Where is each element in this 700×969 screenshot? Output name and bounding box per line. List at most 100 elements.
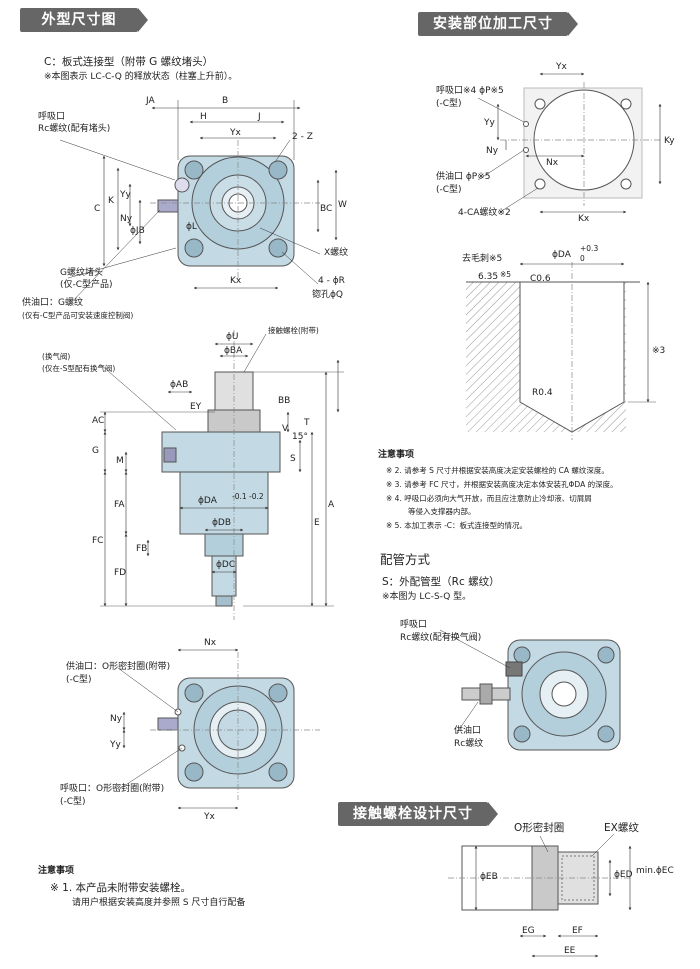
mount-dim-yy: Yy — [484, 118, 495, 128]
contact-dim-ee: EE — [564, 946, 576, 956]
dim-ba: ϕBA — [224, 346, 243, 356]
dim-2z: 2 - Z — [292, 132, 313, 142]
supply-oring-label: 供油口：O形密封圈(附带) — [66, 662, 171, 672]
note-3: ※ 3. 请参考 FC 尺寸，并根据安装高度决定本体安装孔ΦDA 的深度。 — [386, 480, 618, 489]
mount-ca-thread: 4-CA螺纹※2 — [458, 208, 511, 218]
dim-db: ϕDB — [212, 518, 232, 528]
r4-label: 4 - ϕR — [318, 276, 345, 286]
supply-c-type: (-C型) — [66, 675, 92, 685]
contact-bolt-label: 接触螺栓(附带) — [268, 326, 319, 335]
model-title: C：板式连接型（附带 G 螺纹堵头） — [44, 56, 214, 68]
dim-l: ϕL — [186, 222, 197, 232]
note-5: ※ 5. 本加工表示 -C：板式连接型的情况。 — [386, 521, 528, 530]
dim-15deg: 15° — [292, 432, 308, 442]
contact-ex-thread: EX螺纹 — [604, 822, 639, 834]
dim-bc: BC — [320, 204, 333, 214]
dim-kx: Kx — [230, 276, 242, 286]
dim-m: M — [116, 456, 124, 466]
piping-supply-thread: Rc螺纹 — [454, 739, 484, 749]
dim-w: W — [338, 200, 347, 210]
notes-left-title: 注意事项 — [38, 866, 75, 876]
note-4: ※ 4. 呼吸口必须向大气开放，而且应注意防止冷却液、切屑屑 — [386, 494, 592, 503]
mount-c-type-2: (-C型) — [436, 185, 462, 195]
dim-da: ϕDA — [198, 496, 217, 506]
contact-oring: O形密封圈 — [514, 822, 565, 834]
dim-fc: FC — [92, 536, 104, 546]
note-1: ※ 1. 本产品未附带安装螺栓。 — [50, 882, 191, 894]
dim-ac: AC — [92, 416, 105, 426]
mount-dim-yx: Yx — [556, 62, 567, 72]
dim-k: K — [108, 196, 114, 206]
dim-v: V — [282, 424, 289, 434]
mounting-plan — [477, 72, 662, 214]
g-plug-label: G螺纹堵头 — [60, 268, 103, 278]
bore-roughness-mark: ※5 — [500, 270, 512, 279]
dim-t: T — [304, 418, 310, 428]
piping-view — [439, 629, 621, 751]
contact-dim-ed: ϕED — [614, 870, 633, 880]
dim-yy: Yy — [120, 190, 131, 200]
x-thread-label: X螺纹 — [324, 248, 349, 258]
dim-fa: FA — [114, 500, 125, 510]
plan-view-top — [59, 100, 338, 307]
bore-section — [466, 262, 656, 440]
dim-b: B — [222, 96, 229, 106]
vent-note: (仅在-S型配有换气阀) — [42, 364, 116, 373]
vent-valve-label: (换气阀) — [42, 352, 71, 361]
dim-ny: Ny — [120, 214, 133, 224]
mount-c-type-1: (-C型) — [436, 99, 462, 109]
mount-hole-icon — [268, 160, 288, 180]
bore-depth-note: ※3 — [652, 346, 666, 356]
bore-roughness: 6.35 — [478, 272, 499, 282]
dim-h: H — [200, 112, 207, 122]
breather-oring-label: 呼吸口：O形密封圈(附带) — [60, 784, 165, 794]
piping-breather-thread: Rc螺纹(配有换气阀) — [400, 633, 482, 643]
bore-chamfer: C0.6 — [530, 274, 551, 284]
piping-type: S：外配管型（Rc 螺纹） — [382, 576, 500, 588]
model-note: ※本图表示 LC-C-Q 的释放状态（柱塞上升前）。 — [44, 72, 238, 82]
supply-g-label: 供油口：G螺纹 — [22, 298, 83, 308]
mount-dim-kx: Kx — [578, 214, 590, 224]
side-view — [99, 330, 344, 620]
dim-ey: EY — [190, 402, 202, 412]
mount-dim-nx: Nx — [546, 158, 559, 168]
dim-yx: Yx — [230, 128, 241, 138]
dim-ny-bottom: Ny — [110, 714, 123, 724]
header-mounting: 安装部位加工尺寸 — [418, 12, 578, 36]
dim-ja: JA — [146, 96, 155, 106]
mount-breather-hole: 呼吸口※4 ϕP※5 — [436, 86, 504, 96]
piping-breather: 呼吸口 — [400, 620, 428, 630]
c-only-label: (仅-C型产品) — [60, 280, 113, 290]
dim-u: ϕU — [226, 332, 239, 342]
note-2: ※ 2. 请参考 S 尺寸并根据安装高度决定安装螺栓的 CA 螺纹深度。 — [386, 466, 609, 475]
breather-c-type: (-C型) — [60, 797, 86, 807]
piping-title: 配管方式 — [380, 552, 431, 567]
dim-fd: FD — [114, 568, 127, 578]
supply-note: (仅有-C型产品可安装速度控制阀) — [22, 311, 134, 320]
dim-nx-bottom: Nx — [204, 638, 217, 648]
mount-hole-icon — [184, 160, 204, 180]
counterbore-label: 锪孔ϕQ — [312, 290, 344, 300]
dim-yy-bottom: Yy — [110, 740, 121, 750]
contact-bolt-view — [448, 833, 632, 958]
piping-supply: 供油口 — [454, 726, 482, 736]
bore-tol-bottom: 0 — [580, 254, 585, 263]
dim-ab: ϕAB — [170, 380, 189, 390]
bore-radius: R0.4 — [532, 388, 553, 398]
dim-fb: FB — [136, 544, 148, 554]
dim-e: E — [314, 518, 320, 528]
dim-bb: BB — [278, 396, 291, 406]
notes-right-title: 注意事项 — [378, 450, 415, 460]
dim-a: A — [328, 500, 335, 510]
dim-j: J — [258, 112, 261, 122]
dim-jb: ϕJB — [130, 226, 145, 236]
mount-dim-ky: Ky — [664, 136, 675, 146]
mount-dim-ny: Ny — [486, 146, 499, 156]
bore-diameter: ϕDA — [552, 250, 571, 260]
note-1b: 请用户根据安装高度并参照 S 尺寸自行配备 — [72, 898, 246, 908]
mount-supply-hole: 供油口 ϕP※5 — [436, 172, 491, 182]
contact-dim-ef: EF — [572, 926, 583, 936]
bottom-view — [117, 648, 320, 810]
breather-thread: Rc螺纹(配有堵头) — [38, 124, 111, 134]
